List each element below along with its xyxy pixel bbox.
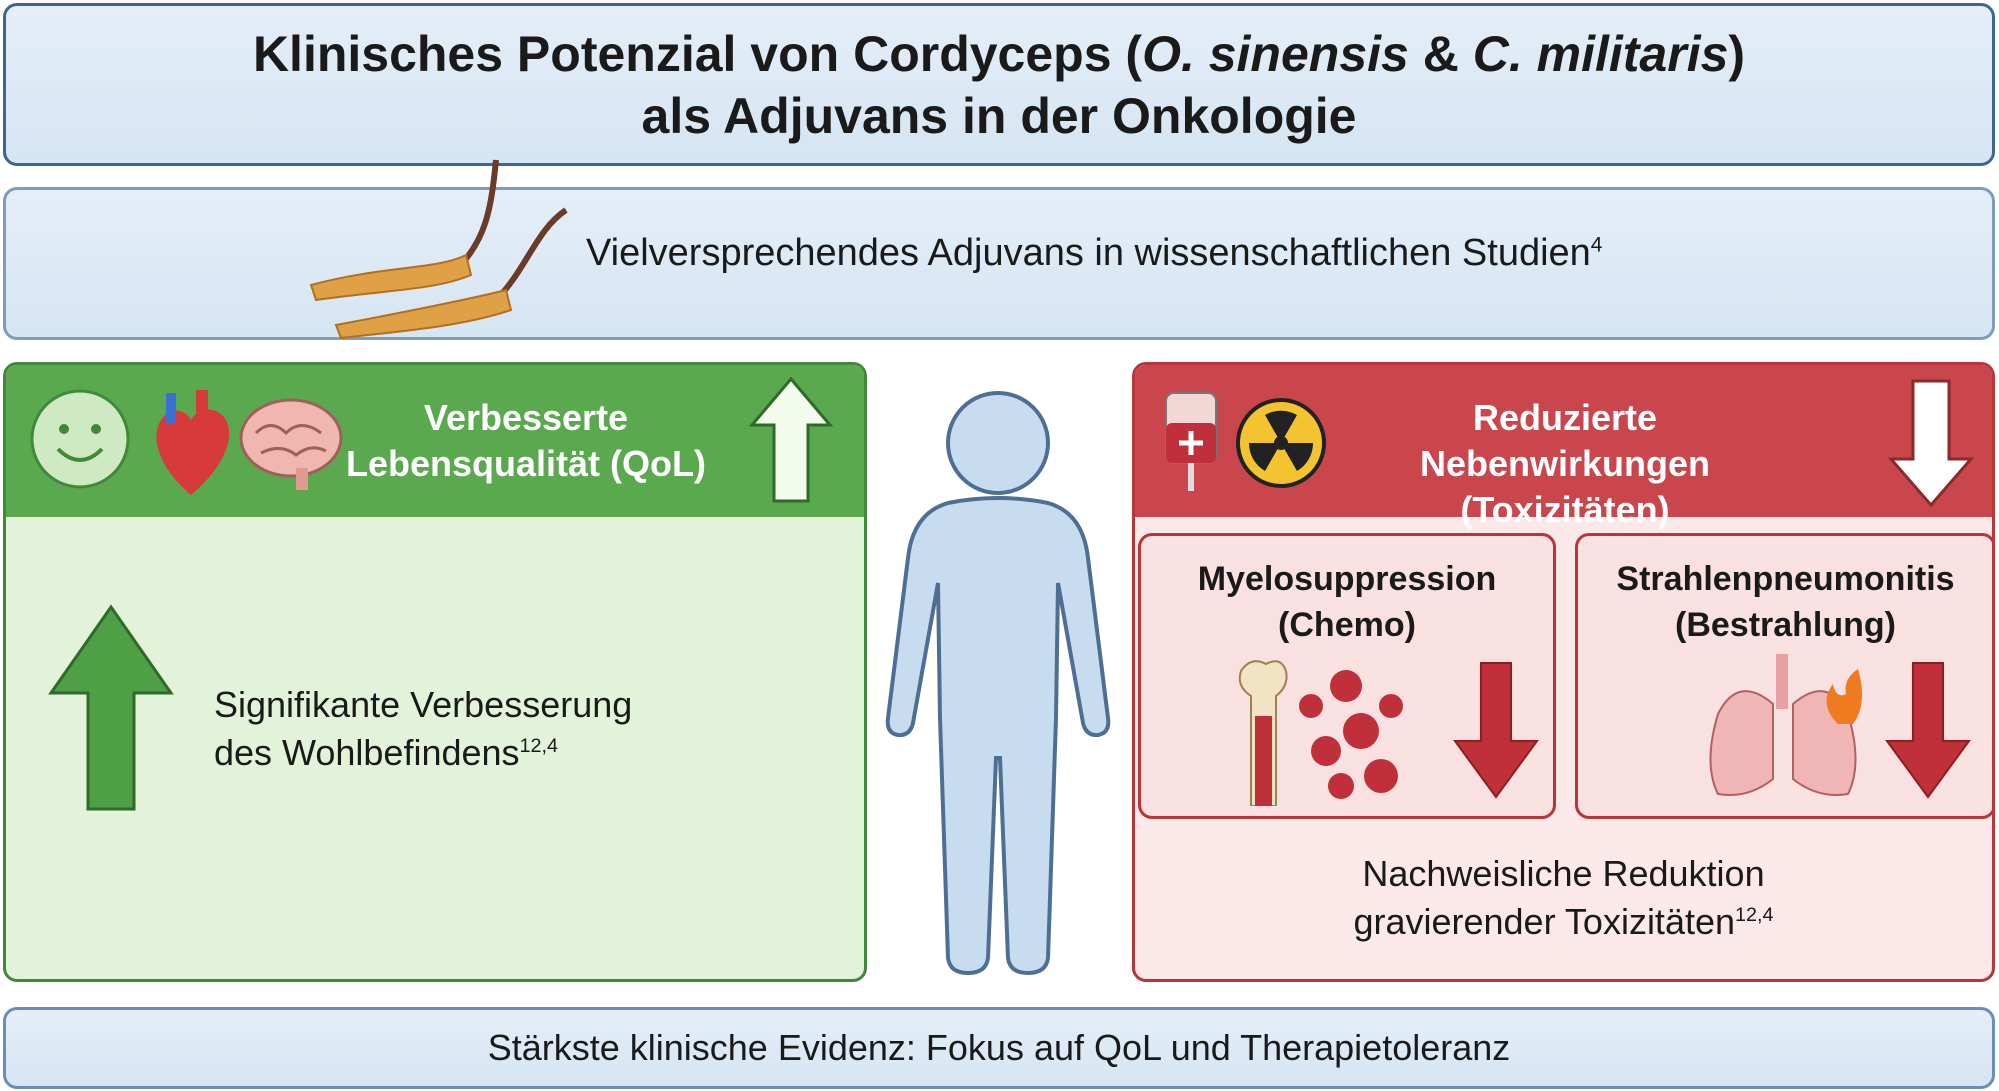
large-up-arrow-icon	[48, 604, 174, 811]
heart-icon	[156, 390, 230, 495]
toxicity-header: Reduzierte Nebenwirkungen(Toxizitäten)	[1135, 365, 1992, 530]
footer-banner: Stärkste klinische Evidenz: Fokus auf Qo…	[3, 1007, 1995, 1089]
cordyceps-icon	[309, 159, 568, 340]
card-title: Strahlenpneumonitis(Bestrahlung)	[1616, 560, 1955, 644]
red-down-arrow-icon	[1885, 662, 1971, 799]
lungs-fire-icon	[1709, 654, 1862, 796]
subtitle-text: Vielversprechendes Adjuvans in wissensch…	[586, 232, 1603, 274]
radiation-icon	[1236, 398, 1326, 488]
title-banner: Klinisches Potenzial von Cordyceps (O. s…	[3, 3, 1995, 166]
title-line-1: Klinisches Potenzial von Cordyceps (O. s…	[252, 25, 1746, 82]
subtitle-banner: Vielversprechendes Adjuvans in wissensch…	[3, 159, 1995, 340]
red-down-arrow-icon	[1453, 662, 1539, 799]
card-radiation-pneumonitis: Strahlenpneumonitis(Bestrahlung)	[1575, 533, 1992, 819]
toxicity-title: Reduzierte Nebenwirkungen(Toxizitäten)	[1419, 397, 1711, 530]
iv-bag-icon	[1165, 392, 1217, 491]
card-myelosuppression: Myelosuppression(Chemo)	[1138, 533, 1556, 819]
footer-text: Stärkste klinische Evidenz: Fokus auf Qo…	[487, 1027, 1511, 1068]
bone-blood-cells-icon	[1238, 660, 1403, 806]
brain-icon	[239, 398, 343, 490]
down-arrow-icon	[1887, 379, 1975, 508]
toxicity-panel: Reduzierte Nebenwirkungen(Toxizitäten) M…	[1132, 362, 1995, 982]
card-title: Myelosuppression(Chemo)	[1197, 560, 1497, 644]
smiley-icon	[30, 389, 130, 489]
title-line-2: als Adjuvans in der Onkologie	[641, 87, 1357, 144]
human-figure-icon	[885, 391, 1111, 976]
up-arrow-icon	[748, 376, 834, 503]
